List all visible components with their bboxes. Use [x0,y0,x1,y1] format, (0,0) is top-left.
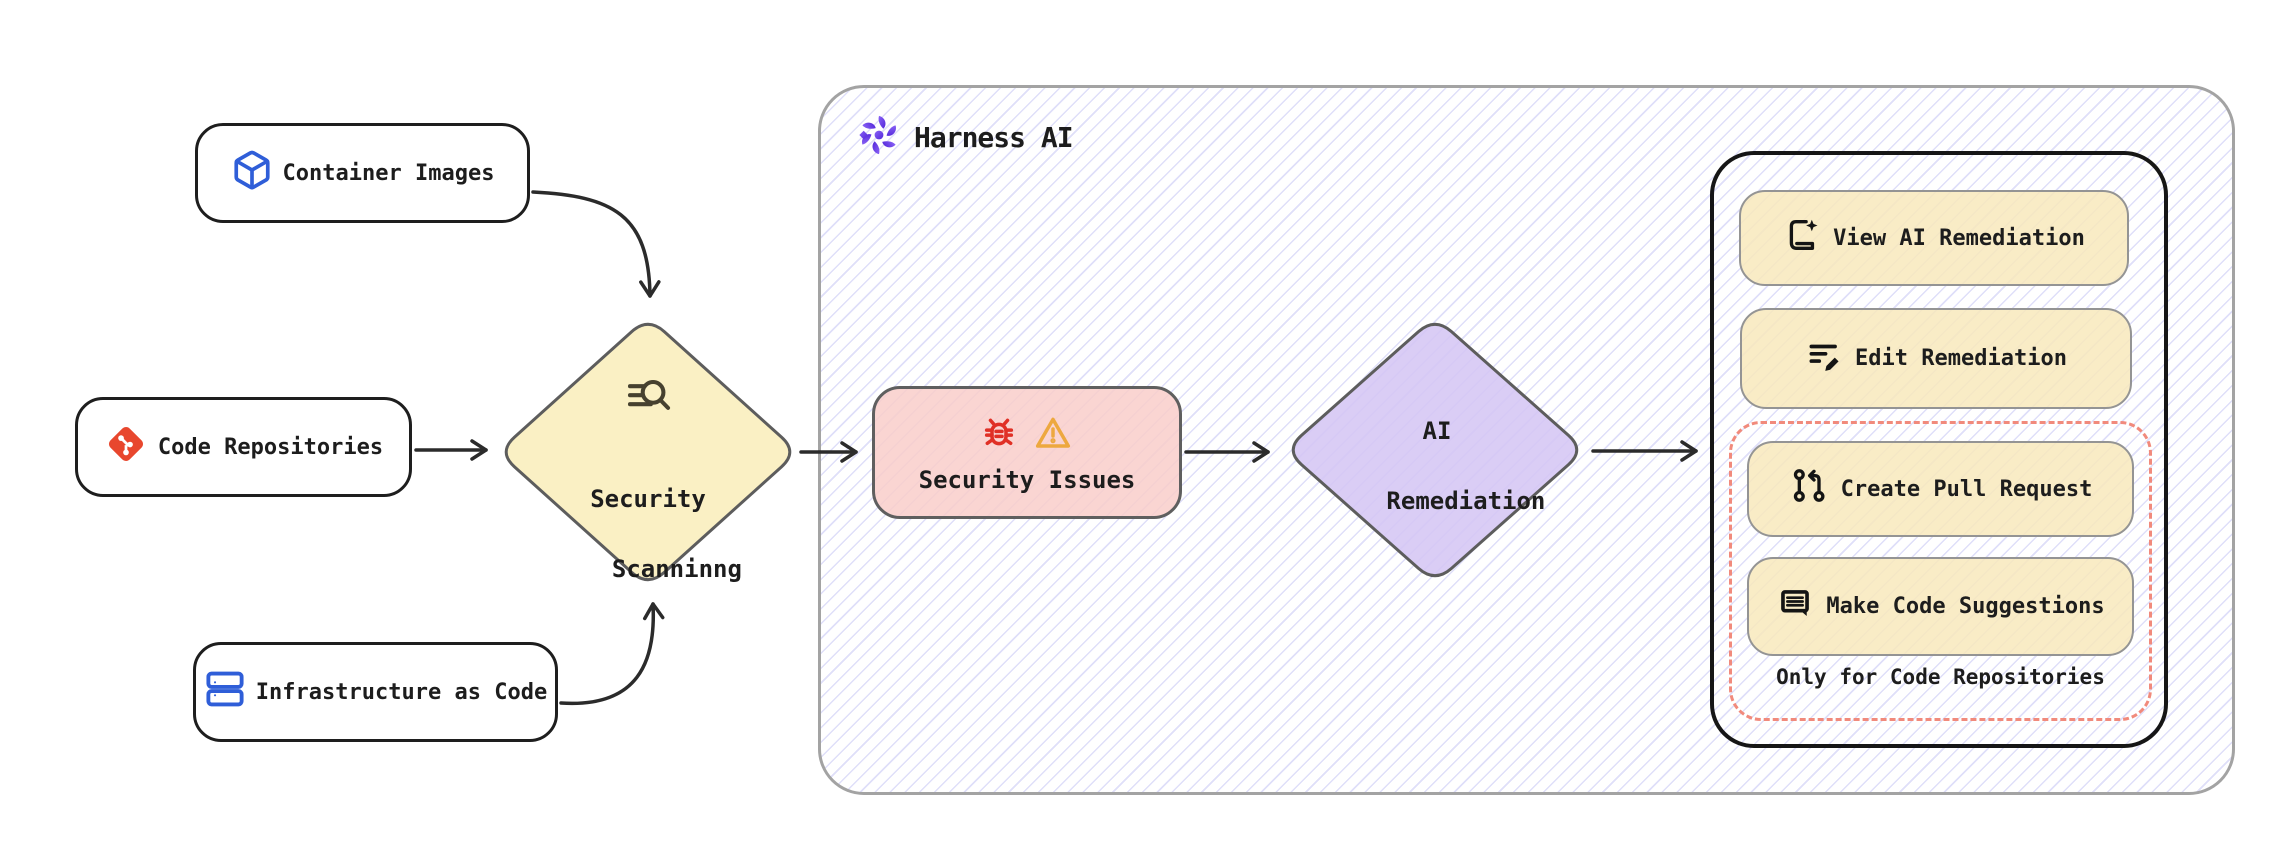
warning-icon [1031,413,1075,457]
edit-list-icon [1805,337,1843,381]
infrastructure-as-code-node: Infrastructure as Code [193,642,558,742]
security-issues-icons [979,412,1075,458]
harness-ai-title: Harness AI [914,120,1074,154]
node-label: Infrastructure as Code [255,679,548,705]
security-scanning-label: Security Scanninng [590,485,742,583]
button-label: Create Pull Request [1840,476,2093,502]
security-issues-label: Security Issues [918,465,1136,494]
container-images-node: Container Images [195,123,530,223]
book-sparkle-icon [1783,216,1821,260]
button-label: View AI Remediation [1833,225,2085,251]
button-label: Edit Remediation [1855,346,2067,371]
view-ai-remediation-button: View AI Remediation [1739,190,2129,286]
security-scanning-diamond [490,300,810,600]
security-issues-node: Security Issues [872,386,1182,519]
code-repositories-node: Code Repositories [75,397,412,497]
remediation-actions-container [1710,151,2168,748]
ai-remediation-diamond [1272,304,1602,596]
create-pull-request-button: Create Pull Request [1747,441,2134,537]
only-for-code-repositories-note: Only for Code Repositories [1776,665,2105,689]
harness-ai-icon [856,112,902,162]
node-label: Container Images [282,160,495,186]
code-repo-only-group [1729,421,2152,721]
server-stack-icon [204,668,246,716]
cube-icon [231,149,273,197]
arrow-container-images-to-scanning [531,190,661,298]
edit-remediation-button: Edit Remediation [1740,308,2132,409]
git-icon [104,422,148,472]
arrow-iac-to-scanning [559,602,665,706]
harness-ai-header: Harness AI [856,112,1074,162]
button-label: Make Code Suggestions [1826,594,2105,619]
make-code-suggestions-button: Make Code Suggestions [1747,557,2134,656]
bug-icon [979,412,1019,458]
search-list-icon [621,372,675,428]
node-label: Code Repositories [157,434,384,460]
pull-request-icon [1789,466,1829,512]
comment-lines-icon [1776,585,1814,629]
ai-remediation-label: AI Remediation [1386,417,1546,515]
